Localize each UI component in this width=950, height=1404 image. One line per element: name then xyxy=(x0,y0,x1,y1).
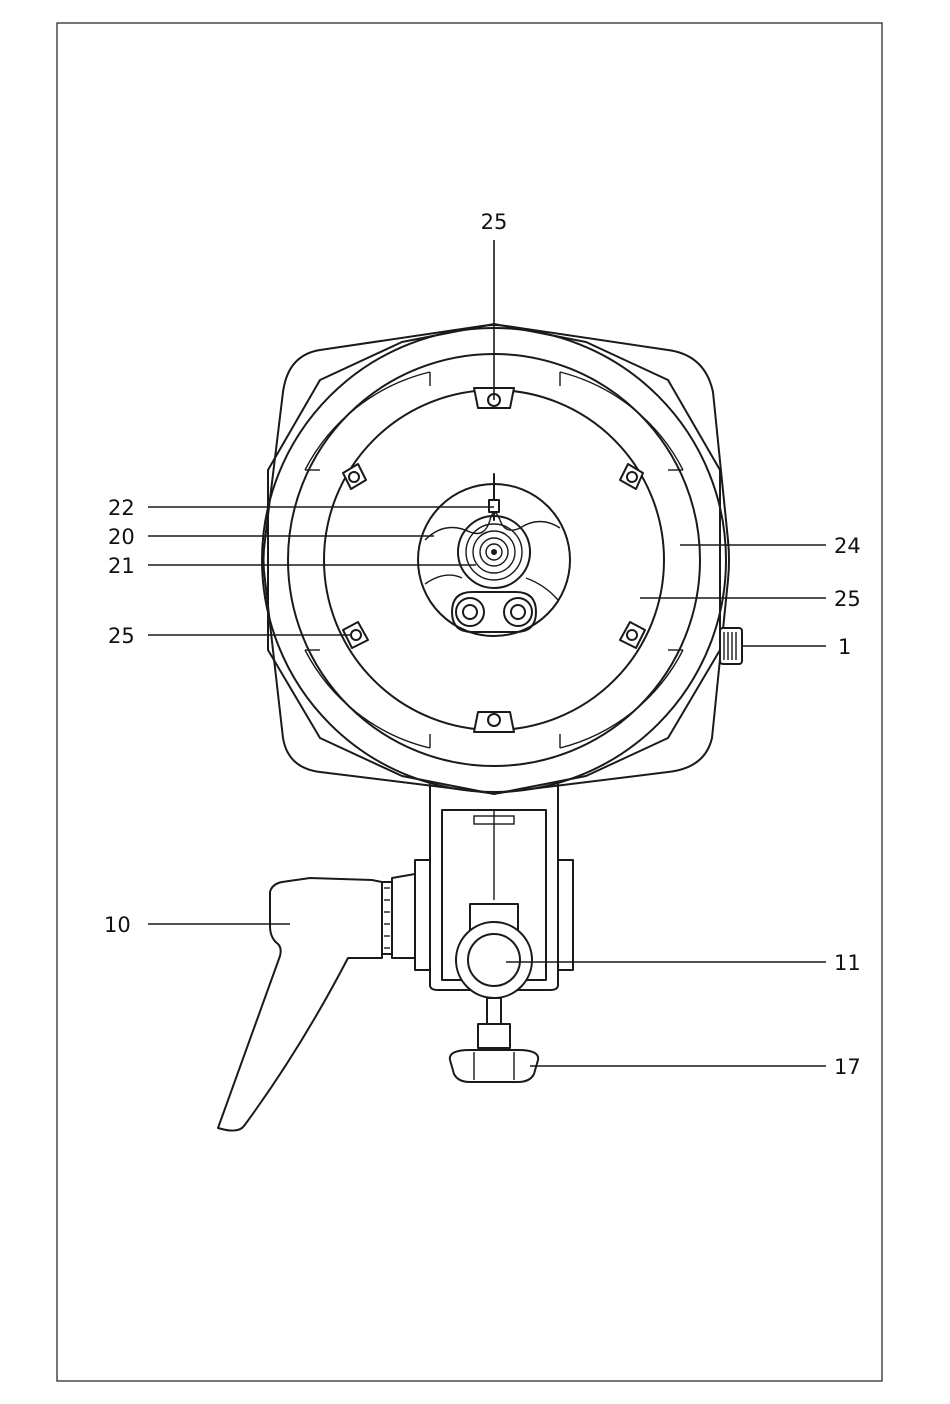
callout-24: 24 xyxy=(834,534,861,558)
locking-screw-upper-right xyxy=(620,464,643,489)
clamp-screw xyxy=(450,998,538,1082)
locking-screw-bottom xyxy=(474,712,514,732)
tilt-handle xyxy=(218,874,415,1131)
callout-left-25: 25 xyxy=(108,624,135,648)
locking-screw-upper-left xyxy=(343,464,366,489)
callout-10: 10 xyxy=(104,913,131,937)
callout-21: 21 xyxy=(108,554,135,578)
side-knob xyxy=(720,628,742,664)
callout-11: 11 xyxy=(834,951,861,975)
callout-17: 17 xyxy=(834,1055,861,1079)
callout-top-25: 25 xyxy=(481,210,508,234)
page-border xyxy=(57,23,882,1381)
lamp-sockets xyxy=(452,592,536,632)
flash-tube-trigger xyxy=(489,474,499,520)
tilt-lock-knob xyxy=(456,904,532,998)
callout-22: 22 xyxy=(108,496,135,520)
callout-right-25: 25 xyxy=(834,587,861,611)
callout-20: 20 xyxy=(108,525,135,549)
callout-1: 1 xyxy=(838,635,851,659)
modelling-lamp xyxy=(458,516,530,588)
